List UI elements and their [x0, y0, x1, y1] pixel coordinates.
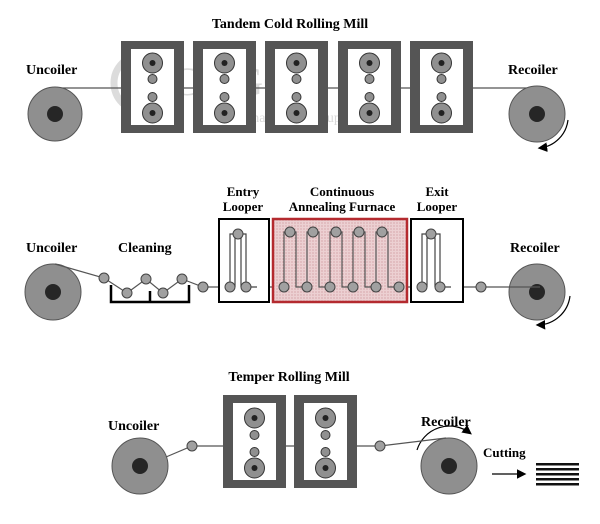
temper-uncoiler-coil [111, 437, 169, 495]
annealing-uncoiler-label: Uncoiler [26, 241, 77, 256]
annealing-furnace [271, 217, 409, 304]
cut-sheet-stack-icon [536, 463, 579, 486]
exit-looper-label-line2: Looper [417, 199, 458, 214]
temper-exit-roller [374, 440, 386, 452]
furnace-label-line1: Continuous [310, 184, 374, 199]
tandem-uncoiler-label: Uncoiler [26, 63, 77, 78]
entry-looper-label-line2: Looper [223, 199, 264, 214]
annealing-recoiler-coil [508, 263, 566, 321]
temper-recoiler-label: Recoiler [421, 415, 471, 430]
cleaning-rollers [98, 272, 209, 299]
tandem-stand-4 [338, 41, 401, 133]
entry-looper [218, 218, 270, 303]
tandem-stand-2 [193, 41, 256, 133]
tandem-recoiler-label: Recoiler [508, 63, 558, 78]
cutting-label: Cutting [483, 445, 526, 460]
tandem-section: Tandem Cold Rolling Mill Uncoiler Recoil… [26, 17, 569, 152]
temper-recoiler-coil [420, 437, 478, 495]
tandem-stand-3 [265, 41, 328, 133]
annealing-section: Uncoiler Cleaning Entry Looper Continuou… [24, 184, 571, 330]
temper-section: Temper Rolling Mill Uncoiler Recoiler Cu… [108, 370, 579, 495]
annealing-rotation-arrow-icon [535, 295, 571, 330]
tandem-stand-5 [410, 41, 473, 133]
exit-looper [410, 218, 464, 303]
tandem-uncoiler-coil [27, 86, 83, 142]
entry-looper-label-line1: Entry [227, 184, 260, 199]
temper-rotation-arrow-icon [416, 424, 472, 451]
tandem-recoiler-coil [508, 85, 566, 143]
tandem-rotation-arrow-icon [537, 119, 569, 152]
temper-title: Temper Rolling Mill [228, 370, 349, 385]
temper-stand-2 [294, 395, 357, 488]
exit-roller [475, 281, 487, 293]
temper-entry-roller [186, 440, 198, 452]
temper-stand-1 [223, 395, 286, 488]
temper-uncoiler-label: Uncoiler [108, 419, 159, 434]
tandem-title: Tandem Cold Rolling Mill [212, 17, 368, 32]
annealing-uncoiler-coil [24, 263, 82, 321]
exit-looper-label-line1: Exit [425, 184, 449, 199]
annealing-recoiler-label: Recoiler [510, 241, 560, 256]
furnace-label-line2: Annealing Furnace [289, 199, 396, 214]
cleaning-label: Cleaning [118, 241, 172, 256]
tandem-stand-1 [121, 41, 184, 133]
